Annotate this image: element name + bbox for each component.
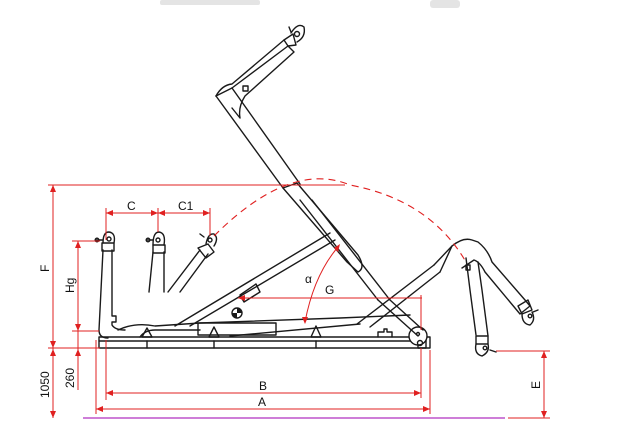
dim-C-C1 (105, 208, 211, 240)
dim-B (105, 340, 422, 400)
swing-arc (213, 178, 467, 263)
label-F: F (38, 265, 52, 272)
label-1050: 1050 (38, 371, 52, 398)
raised-arm (215, 24, 424, 337)
dim-alpha (302, 244, 340, 324)
dim-Hg (72, 240, 100, 390)
retracted-arm-1 (94, 231, 126, 339)
label-260: 260 (63, 368, 77, 388)
label-E: E (529, 381, 543, 389)
label-G: G (325, 283, 334, 297)
label-alpha: α (305, 272, 312, 286)
base-frame (98, 325, 431, 349)
label-Hg: Hg (63, 278, 77, 293)
dim-A (95, 340, 431, 414)
label-B: B (259, 379, 267, 393)
label-A: A (258, 395, 266, 409)
label-C: C (127, 199, 136, 213)
dim-1050 (50, 349, 56, 418)
dim-E (496, 350, 550, 419)
retracted-arm-2 (145, 231, 166, 293)
dim-F (48, 184, 345, 418)
tilt-frame (117, 307, 411, 338)
dim-G (238, 295, 422, 330)
rear-arm (356, 238, 539, 357)
label-C1: C1 (178, 199, 194, 213)
top-artifacts (160, 0, 460, 8)
